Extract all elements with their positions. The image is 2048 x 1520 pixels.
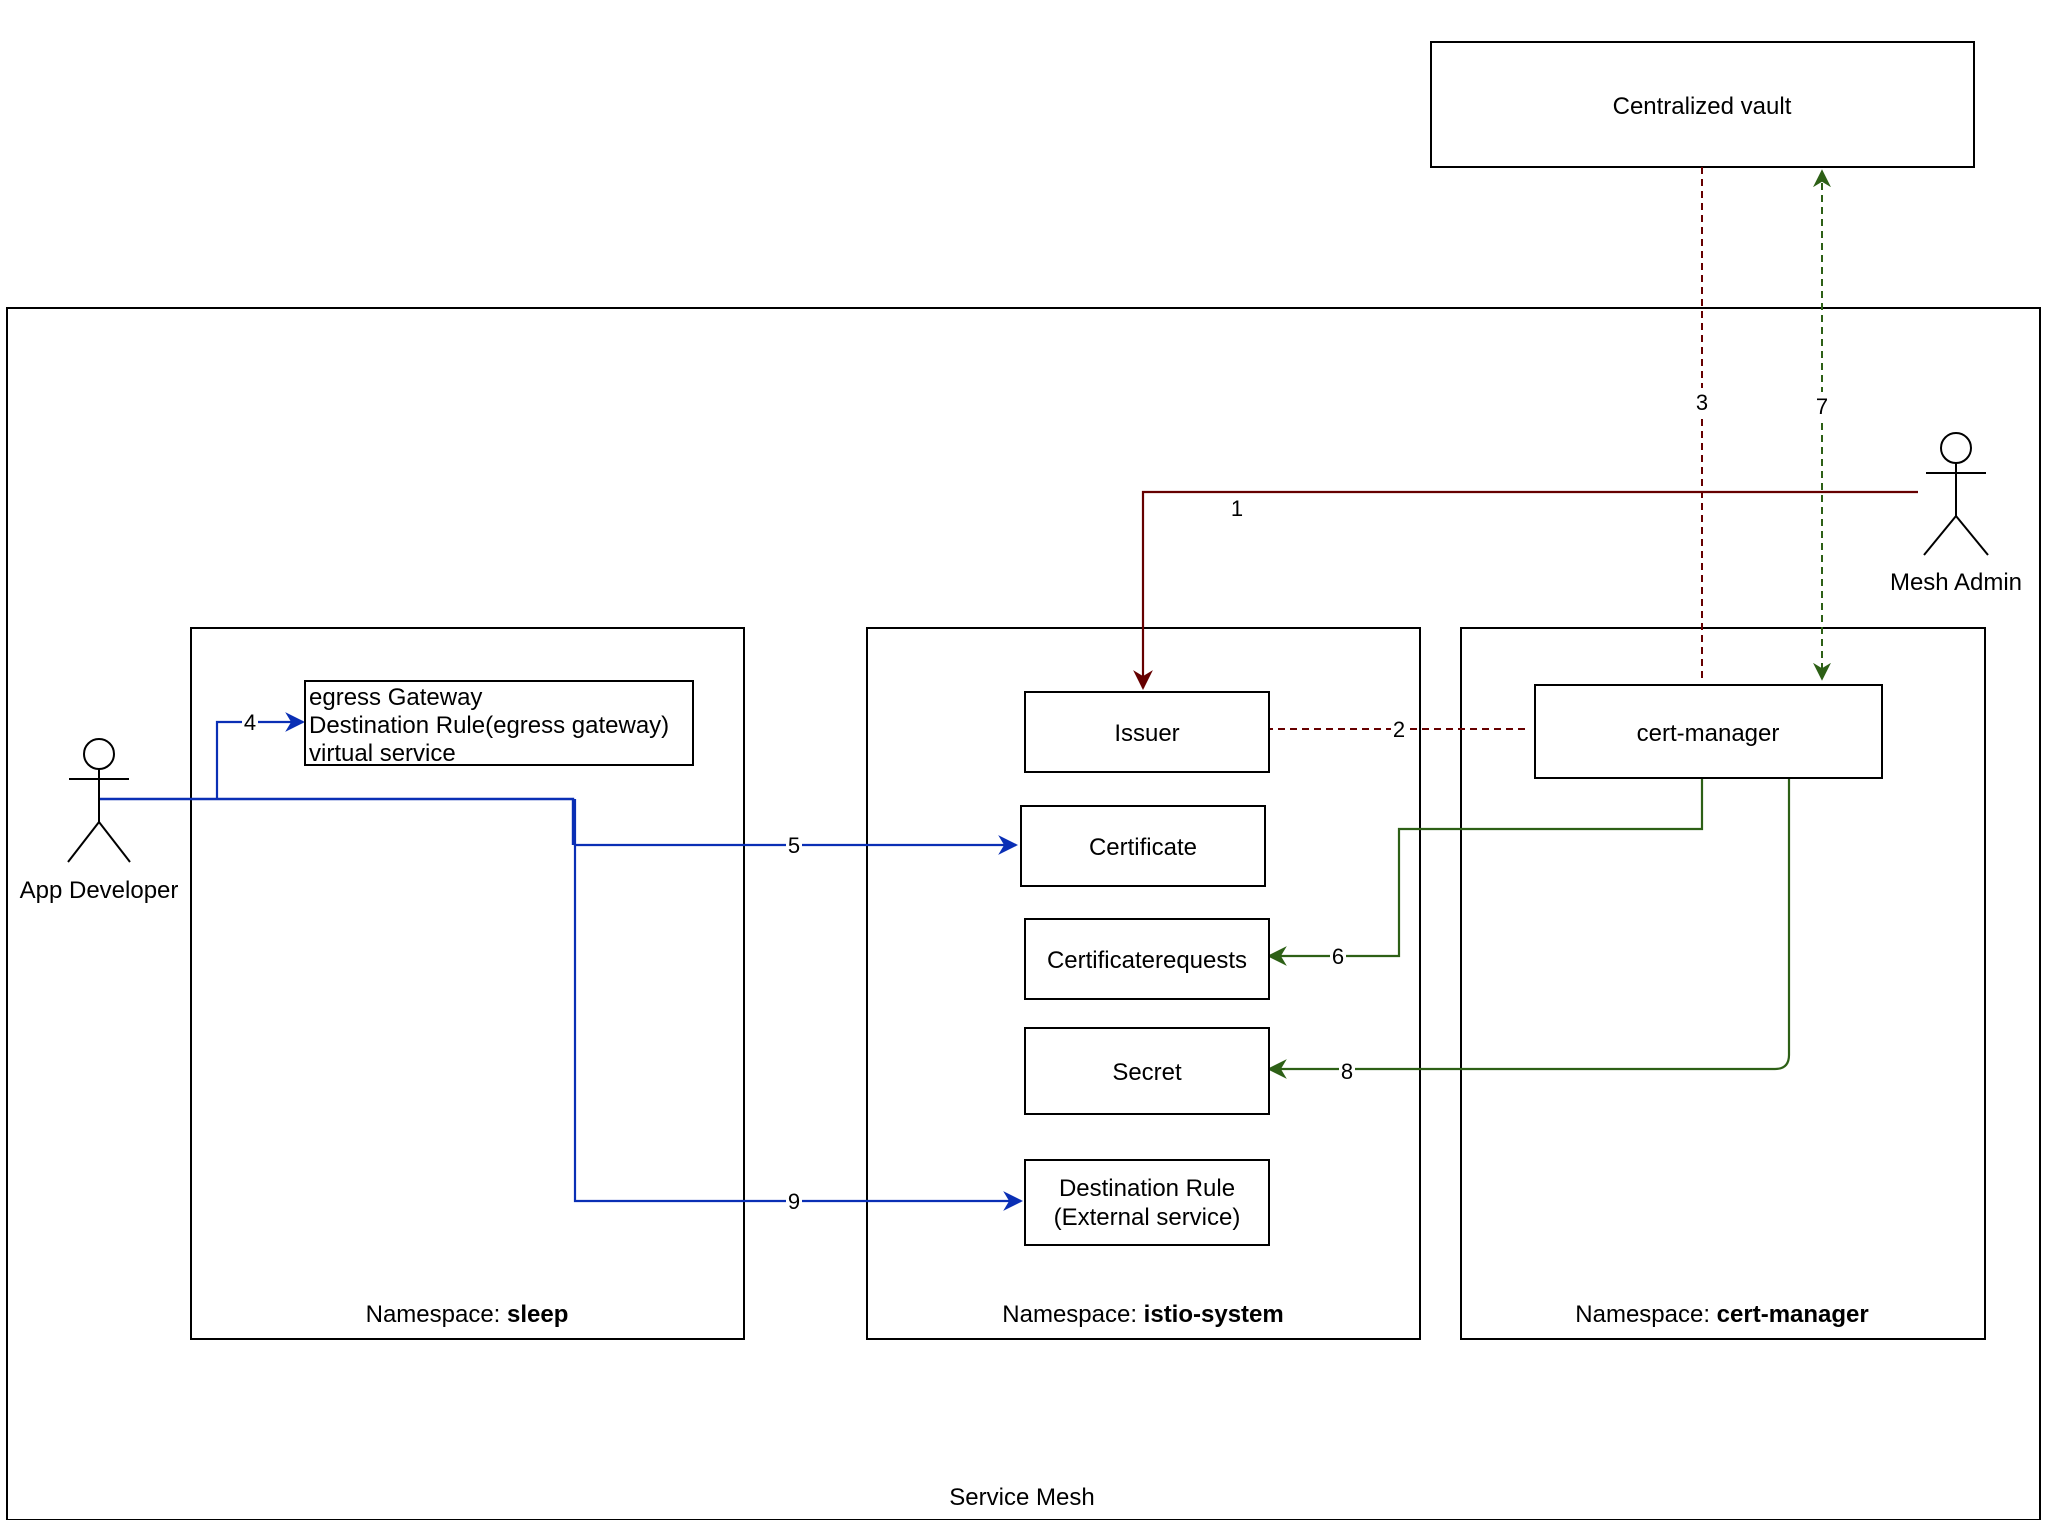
step-4-label: 4 (244, 710, 256, 735)
app-developer-stick-figure-icon (67, 738, 131, 863)
namespace-istio-system-prefix: Namespace: (1002, 1301, 1143, 1328)
centralized-vault-label: Centralized vault (1613, 93, 1792, 120)
step-8-label: 8 (1341, 1059, 1353, 1084)
destination-rule-external-box[interactable] (1024, 1159, 1270, 1246)
step-3-label: 3 (1696, 390, 1708, 415)
destination-rule-external-line2: (External service) (1054, 1204, 1241, 1231)
certificaterequests-box[interactable] (1024, 918, 1270, 1000)
step-7-label-bg (1814, 392, 1830, 418)
namespace-cert-manager-box (1460, 627, 1986, 1340)
secret-label: Secret (1112, 1059, 1182, 1086)
step-1-label: 1 (1231, 496, 1243, 521)
egress-gateway-label: egress Gateway (309, 684, 482, 711)
arrow-9-developer-to-destination-rule (573, 845, 1023, 1211)
step-7-label: 7 (1816, 394, 1828, 419)
step-6-label-bg (1330, 943, 1346, 969)
step-5-label: 5 (788, 833, 800, 858)
step-6-label: 6 (1332, 944, 1344, 969)
mesh-admin-actor[interactable]: Mesh Admin (1890, 432, 2022, 596)
namespace-istio-system-name: istio-system (1144, 1301, 1284, 1328)
certificate-label: Certificate (1089, 834, 1197, 861)
egress-resources-box[interactable] (304, 680, 694, 766)
developer-trunk-line (99, 797, 575, 845)
namespace-sleep-label: Namespace: sleep (366, 1301, 569, 1328)
arrow-6-cert-manager-to-certificaterequests (1267, 776, 1704, 966)
namespace-cert-manager-label: Namespace: cert-manager (1575, 1301, 1868, 1328)
step-2-label: 2 (1393, 717, 1405, 742)
namespace-cert-manager-name: cert-manager (1717, 1301, 1869, 1328)
app-developer-actor[interactable]: App Developer (20, 738, 179, 904)
issuer-label: Issuer (1114, 720, 1179, 747)
arrow-1-admin-to-issuer (1133, 490, 1918, 690)
namespace-cert-manager-prefix: Namespace: (1575, 1301, 1716, 1328)
mesh-admin-label: Mesh Admin (1890, 569, 2022, 596)
step-9-label-bg (786, 1188, 802, 1214)
service-mesh-container (6, 307, 2041, 1520)
certificate-box[interactable] (1020, 805, 1266, 887)
service-mesh-label: Service Mesh (949, 1484, 1094, 1511)
secret-box[interactable] (1024, 1027, 1270, 1115)
virtual-service-label: virtual service (309, 740, 456, 767)
arrow-4-developer-to-egress (215, 712, 305, 799)
namespace-istio-system-label: Namespace: istio-system (1002, 1301, 1283, 1328)
arrow-8-cert-manager-to-secret (1267, 776, 1791, 1079)
namespace-sleep-name: sleep (507, 1301, 568, 1328)
namespace-sleep-prefix: Namespace: (366, 1301, 507, 1328)
mesh-admin-stick-figure-icon (1923, 432, 1989, 556)
cert-manager-label: cert-manager (1637, 720, 1780, 747)
namespace-sleep-box (190, 627, 745, 1340)
destination-rule-external-line1: Destination Rule (1059, 1175, 1235, 1202)
step-3-label-bg (1694, 388, 1710, 414)
cert-manager-box[interactable] (1534, 684, 1883, 779)
step-2-label-bg (1391, 715, 1407, 741)
step-5-label-bg (786, 832, 802, 858)
step-8-label-bg (1339, 1058, 1355, 1084)
step-4-label-bg (242, 709, 258, 735)
destination-rule-egress-label: Destination Rule(egress gateway) (309, 712, 669, 739)
step-9-label: 9 (788, 1189, 800, 1214)
certificaterequests-label: Certificaterequests (1047, 947, 1247, 974)
app-developer-label: App Developer (20, 877, 179, 904)
issuer-box[interactable] (1024, 691, 1270, 773)
